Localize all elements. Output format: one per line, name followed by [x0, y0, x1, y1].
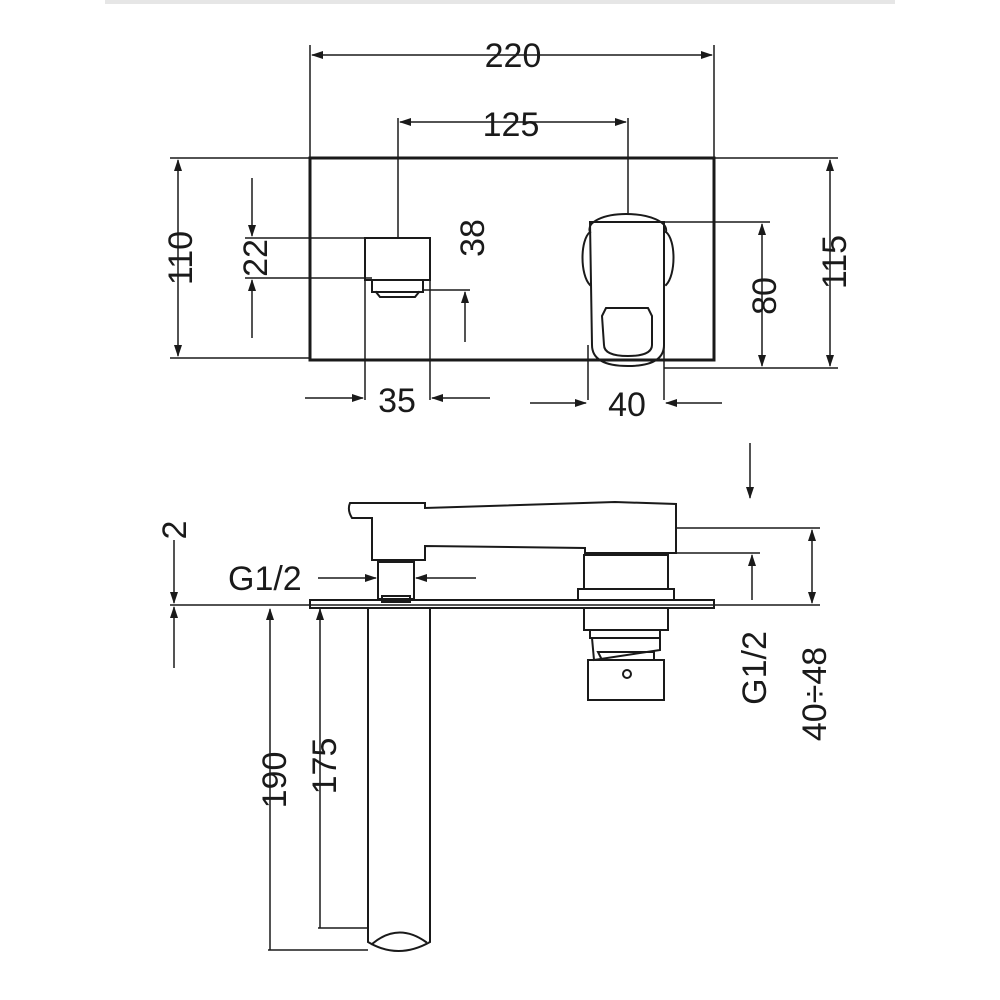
- side-view: 2 G1/2 190 175 G1/2 40÷48: [156, 443, 834, 952]
- dim-right-height: 115: [816, 235, 854, 289]
- dim-projection-range: 40÷48: [796, 647, 834, 741]
- dim-spout-width: 35: [378, 382, 416, 420]
- dim-body-depth: 175: [306, 738, 344, 795]
- dim-plate-height: 110: [162, 231, 200, 285]
- side-dimension-lines: [170, 443, 816, 950]
- dim-handle-height: 80: [746, 277, 784, 315]
- top-edge-strip: [105, 0, 895, 4]
- front-dimension-lines: [174, 51, 834, 407]
- front-view: 220 125 110 22 38 115 80 35 40: [162, 37, 854, 424]
- side-extension-lines: [268, 527, 820, 951]
- dim-overall-width: 220: [485, 37, 542, 75]
- dim-spout-offset: 38: [454, 219, 492, 257]
- wall-plate: [308, 156, 716, 362]
- dim-handle-width: 40: [608, 386, 646, 424]
- spout-outlet: [364, 237, 431, 298]
- dim-spout-height: 22: [237, 239, 275, 277]
- spout-connector: [377, 561, 415, 600]
- side-wall-plate: [309, 599, 715, 609]
- dim-plate-thickness: 2: [156, 521, 194, 540]
- dim-cartridge-thread: G1/2: [736, 631, 774, 705]
- lever-handle: [581, 212, 675, 368]
- valve-body: [577, 554, 675, 701]
- dim-total-depth: 190: [256, 752, 294, 809]
- dim-spout-thread: G1/2: [228, 560, 302, 598]
- front-extension-lines: [170, 45, 838, 400]
- spout-tube: [367, 607, 431, 952]
- side-lever: [347, 500, 677, 561]
- dim-center-distance: 125: [483, 106, 540, 144]
